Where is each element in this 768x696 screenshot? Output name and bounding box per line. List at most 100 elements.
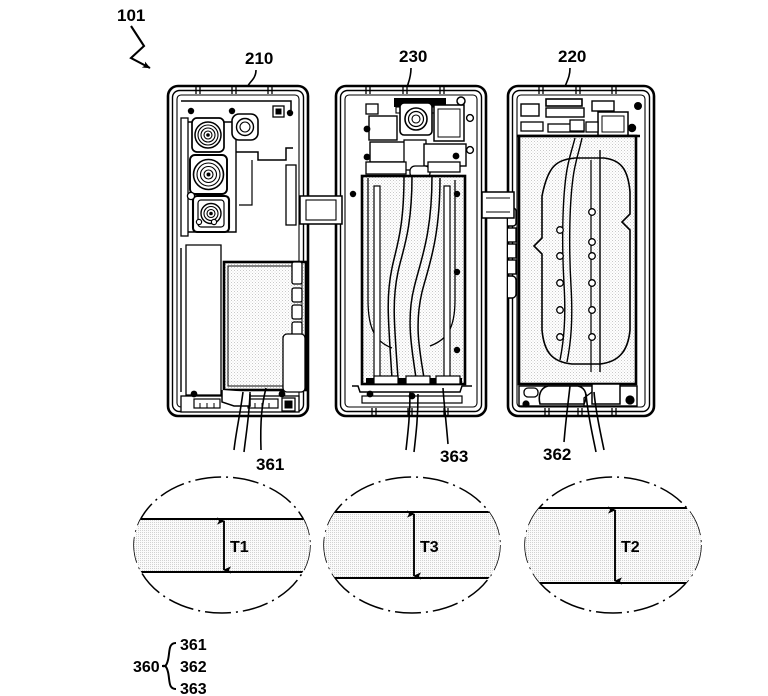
- legend-360: 360 361 362 363: [133, 637, 207, 696]
- bottom-trace: [583, 391, 593, 406]
- flex-cable-bundle: [387, 175, 441, 379]
- vent-hole-column-right: [588, 238, 596, 341]
- legend-member-361: 361: [180, 637, 207, 654]
- ic-chip: [365, 103, 379, 115]
- camera-lens-3: [191, 194, 231, 234]
- rail-pin: [210, 218, 218, 226]
- ic-chip: [523, 387, 539, 398]
- connector-strip: [545, 107, 585, 118]
- panel-220-top-notches: [538, 86, 617, 94]
- bottom-connector-left: [193, 398, 221, 409]
- callout-361: T1 361: [133, 455, 311, 614]
- camera-lens-2: [189, 154, 228, 195]
- panel-220-bottom-notches: [544, 408, 617, 416]
- legend-brace: [161, 642, 177, 690]
- leader-362-ref: [563, 385, 571, 443]
- battery-region: [517, 134, 638, 386]
- panel-230-internals: [344, 86, 478, 416]
- panel-ref-210: 210: [245, 49, 273, 68]
- leader-362-b: [585, 393, 597, 453]
- panel-230-top-notches: [365, 86, 445, 94]
- module-board-inner: [437, 108, 461, 138]
- callout-362-section: [525, 506, 701, 585]
- front-camera-lens-inner: [407, 110, 425, 128]
- screw-hole: [465, 145, 475, 155]
- screw-boss: [363, 153, 371, 161]
- screw-boss: [453, 346, 461, 354]
- top-antenna-strip: [545, 98, 583, 107]
- usb-port-core: [284, 400, 293, 409]
- bottom-connector-c: [435, 375, 461, 385]
- battery-outline: [532, 157, 631, 365]
- rail-pin: [186, 191, 196, 201]
- camera-lens-1: [191, 117, 225, 153]
- panel-230: [334, 84, 488, 418]
- module-board-inner: [601, 115, 625, 133]
- callout-361-band: [134, 519, 310, 572]
- lower-shield: [185, 244, 222, 396]
- internal-cable-1: [559, 137, 576, 361]
- ic-chip: [585, 121, 599, 133]
- thickness-label-t1: T1: [230, 539, 249, 556]
- ic-chip: [569, 119, 585, 132]
- side-key-strip: [285, 164, 297, 226]
- screw-boss: [228, 107, 236, 115]
- cable-guide-left: [373, 185, 381, 383]
- panel-ref-230: 230: [399, 47, 427, 66]
- antenna-contact: [456, 96, 466, 106]
- screw-boss: [363, 125, 371, 133]
- panel-210: [166, 84, 310, 418]
- hinge-bracket-b: [481, 191, 515, 219]
- module-board: [368, 115, 398, 141]
- leader-361-b: [243, 393, 251, 453]
- legend-group-ref: 360: [133, 659, 160, 676]
- legend-member-362: 362: [180, 659, 207, 676]
- vent-hole: [556, 226, 564, 234]
- ic-chip: [520, 103, 540, 117]
- panel-210-internals: [176, 86, 308, 413]
- bottom-bracket: [221, 390, 251, 407]
- module-board: [433, 104, 465, 142]
- thickness-label-t2: T2: [621, 539, 640, 556]
- figure-ref-leader: [129, 25, 151, 69]
- ic-chip: [591, 100, 615, 112]
- callout-362-band: [525, 508, 701, 583]
- callout-361-section: [134, 517, 310, 574]
- leader-363-ref: [442, 387, 449, 445]
- callout-363-section: [324, 510, 500, 580]
- panel-210-upper-trace: [181, 100, 292, 112]
- leader-363-a: [405, 391, 411, 451]
- lower-ic: [365, 161, 407, 175]
- screw-boss: [627, 123, 637, 133]
- screw-boss: [634, 102, 642, 110]
- panel-210-top-notches: [195, 86, 273, 94]
- figure-ref-label: 101: [117, 6, 145, 25]
- panel-ref-220: 220: [558, 47, 586, 66]
- screw-boss: [286, 109, 294, 117]
- screw-boss: [452, 152, 460, 160]
- figure-ref-101: 101: [117, 6, 151, 69]
- side-key-buttons: [291, 261, 303, 337]
- connector-core: [275, 108, 282, 115]
- bottom-connector-b: [405, 375, 431, 385]
- leader-361-a: [233, 391, 244, 451]
- screw-boss: [366, 390, 374, 398]
- callout-ref-361: 361: [256, 455, 284, 474]
- lower-ic-3: [427, 161, 461, 173]
- rail-pin: [195, 218, 203, 226]
- panel-220: [506, 84, 656, 418]
- screw-boss: [625, 395, 635, 405]
- panel-220-internals: [508, 86, 646, 416]
- screw-boss: [522, 400, 530, 408]
- ic-chip: [520, 121, 544, 132]
- hinge-bracket-a-inner: [305, 199, 337, 221]
- screw-boss: [187, 107, 195, 115]
- leader-362-a: [593, 391, 605, 451]
- leader-361-ref: [259, 387, 267, 451]
- side-rail: [180, 117, 189, 237]
- hinge-left-center: [299, 195, 343, 225]
- thickness-label-t3: T3: [420, 539, 439, 556]
- board-trace: [239, 160, 253, 206]
- speaker-box: [282, 333, 306, 393]
